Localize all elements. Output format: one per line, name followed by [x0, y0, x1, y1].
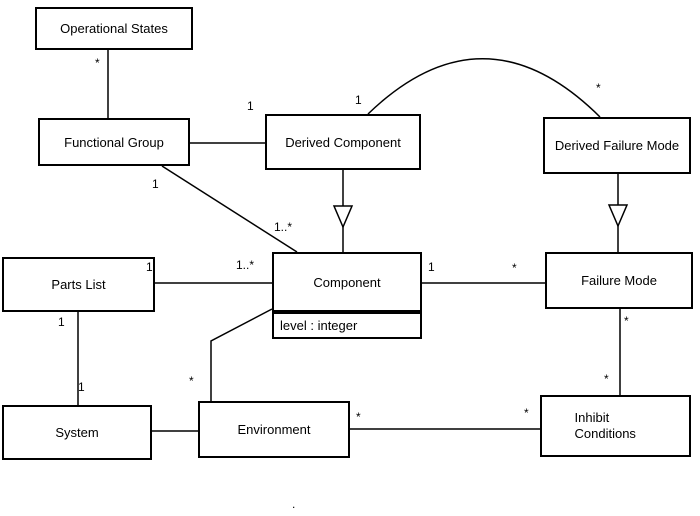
multiplicity-label: 1 [152, 177, 159, 191]
multiplicity-label: * [189, 374, 194, 388]
class-label: Inhibit Conditions [574, 409, 636, 441]
multiplicity-label: 1..* [274, 220, 293, 234]
multiplicity-label: * [624, 314, 629, 328]
class-failure-mode[interactable]: Failure Mode [545, 252, 693, 309]
class-functional-group[interactable]: Functional Group [38, 118, 190, 166]
class-derived-component[interactable]: Derived Component [265, 114, 421, 170]
multiplicity-label: 1 [58, 315, 65, 329]
class-inhibit-conditions[interactable]: Inhibit Conditions [540, 395, 691, 457]
multiplicity-label: * [604, 372, 609, 386]
stray-dot: . [292, 497, 296, 511]
multiplicity-label: * [95, 56, 100, 70]
multiplicity-label: 1 [78, 380, 85, 394]
class-system[interactable]: System [2, 405, 152, 460]
class-derived-failure-mode[interactable]: Derived Failure Mode [543, 117, 691, 174]
class-label: Parts List [51, 277, 106, 292]
class-label: Functional Group [64, 134, 164, 150]
class-operational-states[interactable]: Operational States [35, 7, 193, 50]
multiplicity-label: 1 [146, 260, 153, 274]
class-component-attribute-compartment[interactable]: level : integer [272, 312, 422, 339]
class-environment[interactable]: Environment [198, 401, 350, 458]
class-label: Derived Failure Mode [554, 138, 680, 153]
multiplicity-label: * [356, 410, 361, 424]
multiplicity-label: 1 [428, 260, 435, 274]
class-component[interactable]: Component [272, 252, 422, 312]
class-label: Environment [237, 422, 311, 437]
multiplicity-label: * [596, 81, 601, 95]
multiplicity-label: 1 [355, 93, 362, 107]
multiplicity-label: * [512, 261, 517, 275]
multiplicity-label: * [524, 406, 529, 420]
class-parts-list[interactable]: Parts List [2, 257, 155, 312]
class-label: Component [313, 274, 381, 290]
class-label: Derived Component [285, 134, 401, 150]
multiplicity-label: 1..* [236, 258, 255, 272]
class-label: System [55, 425, 99, 440]
class-label: Operational States [60, 21, 168, 36]
class-label: Failure Mode [581, 273, 657, 288]
multiplicity-label: 1 [247, 99, 254, 113]
attribute-label: level : integer [280, 318, 358, 333]
